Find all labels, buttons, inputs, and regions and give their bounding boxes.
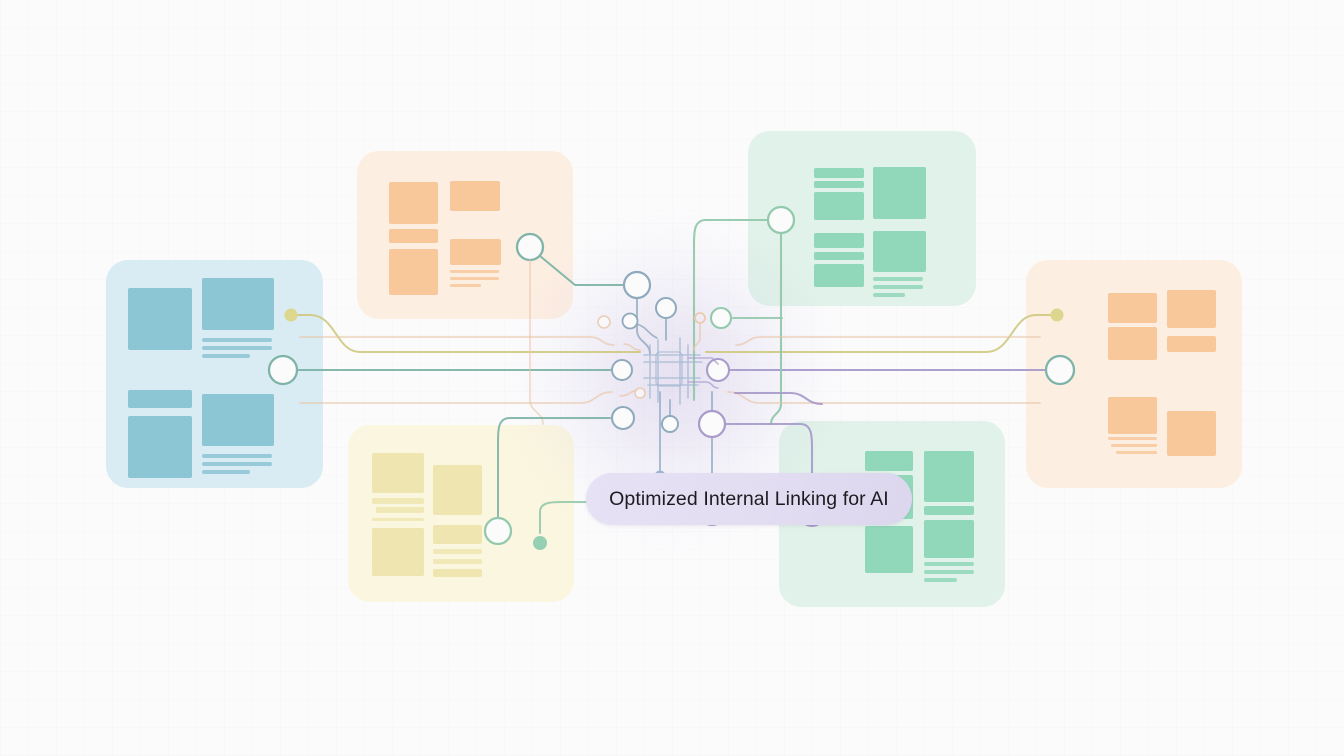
card-block-image [433,465,482,515]
node-right-main [1044,354,1076,386]
card-block-text-line [202,454,272,458]
trace-bottomright-purple [723,391,824,502]
node-hub-east [705,357,731,383]
card-block-bar [814,233,864,248]
trace-topleft-drop [636,297,651,355]
card-block-image [202,278,274,330]
node-bottomleft-dot [533,536,547,550]
card-block-text-line [924,570,974,574]
card-block-text-line [202,346,272,350]
card-block-text-line [873,277,923,281]
card-block-image [450,239,501,265]
card-block-text-line [873,285,923,289]
node-topleft-outer [515,232,545,262]
diagram-label-pill[interactable]: Optimized Internal Linking for AI [586,473,912,525]
card-block-image [865,526,913,573]
card-block-bar [389,229,438,243]
card-block-text-line [924,578,957,582]
node-hub-ne-peach [694,312,706,324]
card-block-text-line [450,277,499,280]
node-hub-south-small [661,415,679,433]
node-left-main [267,354,299,386]
content-card-bottomleft-yellow[interactable] [348,425,574,602]
card-block-text-line [372,518,424,521]
card-block-bar [433,569,482,577]
node-hub-nw-small [621,312,639,330]
card-block-bar [1167,336,1216,352]
card-block-image [128,288,192,350]
card-block-image [372,453,424,493]
card-block-image [389,182,438,224]
trace-left-olive [294,314,641,353]
trace-right-olive [705,314,1053,353]
card-block-text-line [450,284,481,287]
card-block-text-line [1108,437,1157,440]
card-block-bar [433,525,482,544]
card-block-image [1108,293,1157,323]
card-block-bar [814,252,864,260]
node-south-purple-upper [697,409,727,439]
diagram-label-text: Optimized Internal Linking for AI [609,487,889,510]
card-block-image [372,528,424,576]
card-block-image [1167,290,1216,328]
card-block-bar [814,181,864,188]
trace-hub-nw-small [636,323,658,339]
trace-peach-horizontals [299,336,1041,404]
card-block-text-line [924,562,974,566]
card-block-image [814,264,864,287]
card-block-text-line [202,470,250,474]
card-block-image [814,192,864,220]
card-block-text-line [1111,444,1157,447]
card-block-text-line [433,559,482,564]
card-block-bar [924,506,974,515]
node-right-olive-dot [1050,308,1064,322]
card-block-bar [814,168,864,178]
card-block-image [128,416,192,478]
card-block-text-line [202,462,272,466]
card-block-bar [865,451,913,471]
card-block-image [873,231,926,272]
node-small-w [634,387,646,399]
card-block-text-line [873,293,905,297]
card-block-image [389,249,438,295]
trace-topright-green [692,218,783,426]
trace-bottomleft-dot [539,501,601,534]
card-block-text-line [376,507,424,513]
card-block-bar [128,390,192,408]
card-block-text-line [202,354,250,358]
node-left-olive-dot [284,308,298,322]
card-block-text-line [1116,451,1157,454]
card-block-image [924,520,974,558]
card-block-text-line [372,498,424,504]
node-midright-green [709,306,733,330]
node-lowerleft [610,405,636,431]
trace-lowerleft-teal [497,417,611,519]
card-block-image [202,394,274,446]
hub-core-chip [655,351,683,387]
trace-hub-ne-peach [693,322,701,351]
card-block-text-line [202,338,272,342]
node-hub-west [611,359,633,381]
node-bottomleft-ring [483,516,513,546]
node-small-nw [597,315,611,329]
card-block-image [924,451,974,502]
trace-topleft-teal [538,254,625,287]
card-block-image [450,181,500,211]
card-block-image [1167,411,1216,456]
node-topright-outer [766,205,796,235]
trace-peach-vertical-left [529,259,544,425]
card-block-text-line [433,549,482,554]
node-hub-north [655,297,677,319]
node-topleft-inner [622,270,652,300]
card-block-image [1108,327,1157,360]
card-block-image [1108,397,1157,434]
card-block-text-line [450,270,499,273]
card-block-image [873,167,926,219]
